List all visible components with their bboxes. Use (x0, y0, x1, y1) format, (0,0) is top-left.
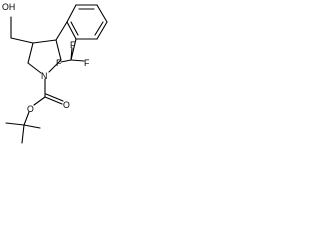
bond-ar1-ar2 (66, 4, 77, 23)
bond-ar3-ar4 (96, 4, 108, 23)
bond-c5-c4 (55, 39, 62, 61)
bond-cq-methyl-right (23, 124, 41, 129)
bond-ch2-c3 (10, 37, 34, 44)
bond-carbonyl-ester-o (33, 96, 46, 106)
bond-ar-inner-b (94, 21, 104, 36)
hydroxyl-label: OH (2, 2, 15, 12)
bond-ar-inner-c (70, 21, 79, 36)
bond-cq-methyl-left (5, 122, 25, 126)
bond-lines (5, 4, 108, 144)
bond-cf3-f-left (60, 59, 72, 63)
chemical-structure: OH N O O F F F (2, 2, 108, 144)
bond-c3-c4 (32, 39, 57, 44)
bond-cq-methyl-down (21, 124, 25, 144)
bond-c2-n (27, 62, 42, 74)
fluorine-right-label: F (84, 58, 90, 68)
bond-ar6-ar1 (66, 21, 77, 40)
bond-cf3-f-right (70, 59, 85, 62)
fluorine-left-label: F (56, 58, 62, 68)
carbonyl-oxygen-label: O (63, 100, 70, 110)
bond-cf3-f-top (70, 47, 73, 61)
bond-carbonyl-double-b (45, 93, 64, 102)
atom-labels: OH N O O F F F (2, 2, 90, 114)
bond-ar4-ar5 (96, 21, 108, 40)
bond-carbonyl-double-a (44, 96, 63, 105)
ring-nitrogen-label: N (41, 71, 47, 81)
ester-oxygen-label: O (27, 104, 34, 114)
bond-n-c5 (48, 59, 62, 73)
fluorine-top-label: F (70, 40, 76, 50)
bond-c3-c2 (27, 42, 34, 64)
bond-ester-o-cq (23, 111, 30, 126)
bond-c4-aryl (55, 21, 68, 41)
